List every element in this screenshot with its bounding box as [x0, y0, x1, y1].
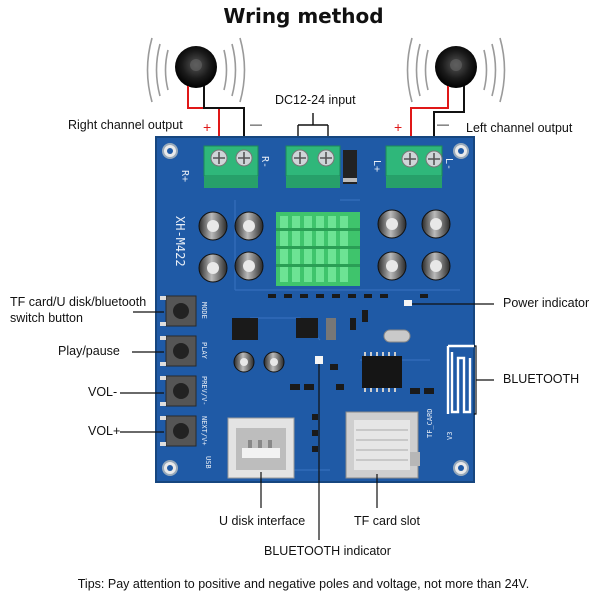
heatsink: [276, 212, 360, 286]
label-play-pause: Play/pause: [58, 344, 120, 358]
diagram-title: Wring method: [223, 4, 384, 28]
left-plus-mark: +: [394, 119, 403, 135]
label-dc-input: DC12-24 input: [275, 93, 356, 107]
left-speaker-wires: [410, 86, 465, 150]
silk-play: PLAY: [200, 342, 208, 360]
label-tf-slot: TF card slot: [354, 514, 420, 528]
silk-next: NEXT/V+: [200, 416, 208, 446]
power-indicator-led: [404, 300, 412, 306]
pcb-board: [155, 136, 475, 483]
silk-r-minus: R-: [259, 156, 270, 168]
label-vol-minus: VOL-: [88, 385, 118, 399]
silk-usb: USB: [204, 456, 212, 469]
left-speaker: [406, 37, 506, 103]
tips-text: Tips: Pay attention to positive and nega…: [77, 577, 530, 591]
silk-mode: MODE: [200, 302, 208, 319]
tf-card-slot: [345, 411, 420, 479]
label-switch-button-line1: TF card/U disk/bluetooth: [10, 295, 147, 309]
right-speaker-wires: [187, 86, 245, 148]
main-chip: [362, 352, 402, 392]
silk-l-plus: L+: [371, 160, 382, 172]
label-vol-plus: VOL+: [88, 424, 121, 438]
label-u-disk: U disk interface: [219, 514, 306, 528]
silkscreen: R+ R- L+ L- XH-M422 MODE PLAY PREV/V- NE…: [173, 156, 454, 469]
crystal: [383, 329, 411, 343]
bluetooth-antenna: [446, 344, 474, 414]
label-bluetooth: BLUETOOTH: [503, 372, 580, 386]
silk-l-minus: L-: [443, 158, 454, 170]
silk-tf-card: TF_CARD: [426, 408, 434, 438]
dc-input-terminal: [285, 145, 357, 188]
annotation-lines: [120, 303, 494, 540]
silk-r-plus: R+: [179, 170, 190, 182]
silk-prev: PREV/V-: [200, 376, 208, 406]
silk-v3: V3: [446, 432, 454, 440]
buttons: [160, 295, 197, 447]
label-power-indicator: Power indicator: [503, 296, 590, 310]
left-channel-terminal: [385, 145, 443, 188]
label-bluetooth-indicator: BLUETOOTH indicator: [264, 544, 391, 558]
bluetooth-indicator-led: [315, 356, 323, 364]
right-channel-terminal: [203, 145, 259, 188]
left-minus-mark: —: [437, 117, 449, 131]
capacitors: [198, 209, 451, 373]
usb-port: [227, 417, 295, 479]
smd-components: [232, 294, 434, 452]
right-minus-mark: —: [250, 117, 262, 131]
label-switch-button-line2: switch button: [10, 311, 83, 325]
label-left-channel: Left channel output: [466, 121, 573, 135]
right-plus-mark: +: [203, 119, 212, 135]
silk-model: XH-M422: [173, 216, 187, 267]
label-right-channel: Right channel output: [68, 118, 183, 132]
right-speaker: [146, 37, 246, 103]
